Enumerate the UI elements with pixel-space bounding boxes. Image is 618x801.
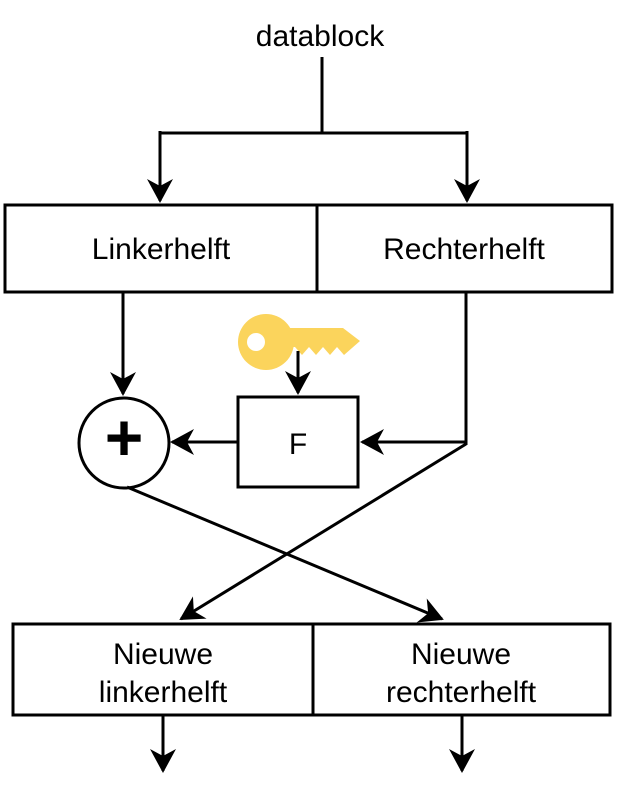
arrow-xor-to-new-righthalf <box>126 485 444 623</box>
xor-circle <box>77 396 171 490</box>
f-label: F <box>289 428 307 461</box>
new-right-half-label-line1: Nieuwe <box>411 638 511 671</box>
key-bow <box>238 314 294 370</box>
arrow-righthalf-to-new-lefthalf <box>179 442 467 621</box>
datablock-label: datablock <box>256 20 385 53</box>
xor-node: + <box>77 396 171 490</box>
key-hole <box>247 333 265 351</box>
top-split-box: Linkerhelft Rechterhelft <box>3 203 614 294</box>
top-box-outline <box>3 203 614 294</box>
right-half-label: Rechterhelft <box>383 233 545 266</box>
new-left-half-label-line1: Nieuwe <box>113 638 213 671</box>
round-function-box: F <box>236 395 360 489</box>
key-shaft-teeth <box>285 328 360 355</box>
left-half-label: Linkerhelft <box>92 233 231 266</box>
new-right-half-label-line2: rechterhelft <box>386 676 537 709</box>
datablock-split-connector <box>147 57 480 203</box>
xor-plus-symbol: + <box>105 400 144 474</box>
bottom-split-box: Nieuwe linkerhelft Nieuwe rechterhelft <box>11 622 612 717</box>
key-icon <box>238 314 360 370</box>
new-left-half-label-line2: linkerhelft <box>99 676 228 709</box>
